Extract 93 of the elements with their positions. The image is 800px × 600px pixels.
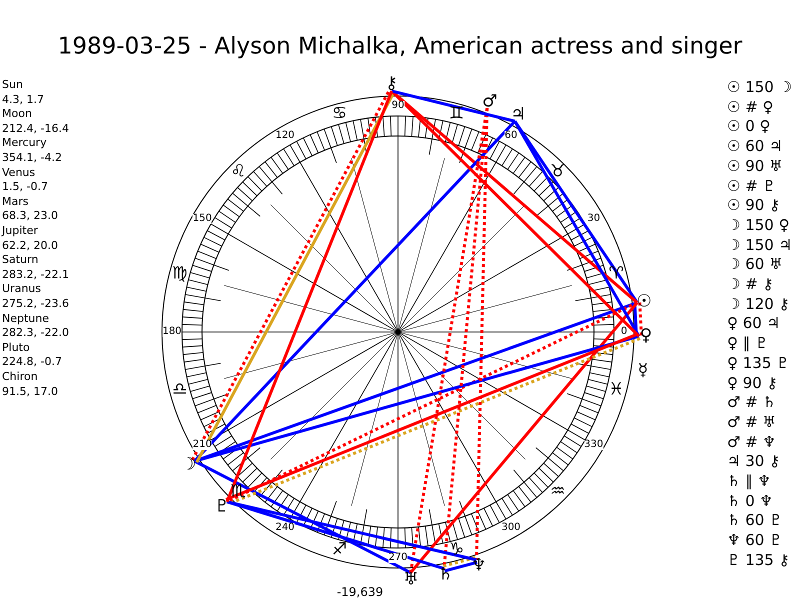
- aspect-entry: ☽ 150 ♀: [727, 218, 790, 233]
- position-value: 224.8, -0.7: [2, 356, 62, 368]
- zodiac-sign-symbol: ♉: [550, 164, 566, 181]
- degree-label: 330: [584, 440, 604, 450]
- planet-glyph: ♂: [482, 93, 498, 110]
- planet-glyph: ♅: [403, 571, 419, 588]
- aspect-entry: ♂ # ♅: [727, 414, 776, 430]
- aspect-line: [444, 560, 478, 572]
- degree-label: 60: [504, 131, 518, 142]
- degree-label: 180: [162, 327, 182, 337]
- position-value: 282.3, -22.0: [2, 327, 69, 338]
- zodiac-sign-symbol: ♐: [332, 542, 348, 559]
- chart-title: 1989-03-25 - Alyson Michalka, American actress and singer: [58, 36, 742, 58]
- planet-glyph: ♇: [214, 498, 230, 516]
- zodiac-sign-symbol: ♋: [332, 105, 348, 122]
- aspect-line: [391, 90, 516, 123]
- planet-name: Sun: [2, 79, 23, 90]
- position-value: 212.4, -16.4: [2, 122, 69, 134]
- aspect-line: [409, 302, 638, 574]
- position-value: 68.3, 23.0: [2, 210, 58, 222]
- planet-glyph: ☿: [638, 362, 648, 380]
- aspect-line: [474, 108, 489, 560]
- aspect-entry: ♆ 60 ♇: [727, 533, 783, 548]
- zodiac-sign-symbol: ♎: [172, 382, 188, 399]
- aspect-entry: ♄ ∥ ♆: [727, 474, 771, 489]
- zodiac-sign-symbol: ♊: [448, 105, 464, 122]
- position-value: 354.1, -4.2: [2, 152, 62, 163]
- degree-label: 90: [392, 101, 404, 111]
- planet-name: Jupiter: [2, 225, 38, 236]
- aspect-entry: ☉ 60 ♃: [727, 139, 783, 154]
- aspect-entry: ☉ 90 ⚷: [727, 198, 780, 214]
- degree-label: 270: [388, 553, 408, 563]
- aspect-entry: ♂ # ♄: [727, 395, 776, 410]
- position-value: 1.5, -0.7: [2, 181, 48, 192]
- degree-label: 210: [192, 440, 212, 450]
- aspect-line: [226, 500, 444, 570]
- aspect-entry: ☉ 90 ♅: [727, 158, 783, 174]
- degree-label: 120: [275, 131, 295, 142]
- aspect-entry: ♀ ∥ ♇: [727, 336, 768, 352]
- aspect-entry: ☉ 150 ☽: [727, 80, 792, 95]
- aspect-entry: ♃ 30 ⚷: [727, 454, 780, 470]
- aspect-line: [194, 460, 412, 574]
- chart-value-label: -19,639: [336, 586, 384, 598]
- planet-name: Neptune: [2, 312, 50, 324]
- aspect-line: [442, 556, 476, 568]
- zodiac-sign-symbol: ♍: [172, 265, 188, 282]
- position-value: 283.2, -22.1: [2, 268, 69, 280]
- planet-name: Moon: [2, 108, 32, 120]
- aspect-line: [226, 500, 477, 562]
- aspect-entry: ♀ 135 ♇: [727, 356, 790, 371]
- planet-glyph: ♃: [510, 106, 526, 124]
- aspect-entry: ☽ 150 ♃: [727, 238, 792, 253]
- position-value: 62.2, 20.0: [2, 240, 58, 251]
- aspect-entry: ☉ 0 ♀: [727, 119, 771, 134]
- aspect-line: [226, 90, 394, 502]
- position-value: 4.3, 1.7: [2, 94, 44, 105]
- position-value: 275.2, -23.6: [2, 298, 69, 309]
- planet-name: Pluto: [2, 342, 30, 353]
- zodiac-sign-symbol: ♒: [550, 483, 566, 500]
- planet-glyph: ⚷: [385, 76, 398, 93]
- planet-glyph: ☉: [636, 293, 652, 310]
- planet-glyph: ♀: [640, 328, 652, 345]
- planet-name: Uranus: [2, 283, 41, 294]
- planet-glyph: ♄: [438, 566, 453, 584]
- aspect-entry: ♄ 0 ♆: [727, 494, 773, 509]
- aspect-entry: ☽ 120 ⚷: [727, 296, 790, 312]
- planet-name: Saturn: [2, 254, 38, 266]
- aspect-entry: ♀ 90 ⚷: [727, 376, 778, 390]
- aspect-entry: ☽ # ⚷: [727, 277, 774, 292]
- aspect-line: [193, 120, 516, 462]
- degree-label: 30: [587, 214, 600, 224]
- aspect-entry: ♀ 60 ♃: [727, 316, 780, 332]
- zodiac-sign-symbol: ♌: [230, 164, 246, 181]
- planet-glyph: ♆: [471, 558, 486, 575]
- planet-name: Mercury: [2, 137, 47, 148]
- aspect-line: [514, 120, 640, 337]
- planet-name: Mars: [2, 196, 28, 207]
- aspect-entry: ♂ # ♆: [727, 434, 776, 450]
- aspect-entry: ☉ # ♀: [727, 100, 774, 115]
- degree-label: 0: [620, 327, 628, 337]
- aspect-entry: ☉ # ♇: [727, 178, 776, 194]
- zodiac-sign-symbol: ♓: [608, 382, 624, 399]
- planet-name: Venus: [2, 166, 36, 178]
- aspect-line: [638, 302, 643, 336]
- planet-glyph: ☽: [180, 456, 196, 474]
- degree-label: 300: [501, 522, 521, 533]
- aspect-entry: ♇ 135 ⚷: [727, 552, 790, 568]
- planet-name: Chiron: [2, 371, 38, 382]
- degree-label: 240: [275, 522, 295, 533]
- degree-label: 150: [192, 214, 212, 224]
- position-value: 91.5, 17.0: [2, 386, 58, 397]
- aspect-entry: ♄ 60 ♇: [727, 513, 783, 528]
- aspect-entry: ☽ 60 ♅: [727, 257, 783, 272]
